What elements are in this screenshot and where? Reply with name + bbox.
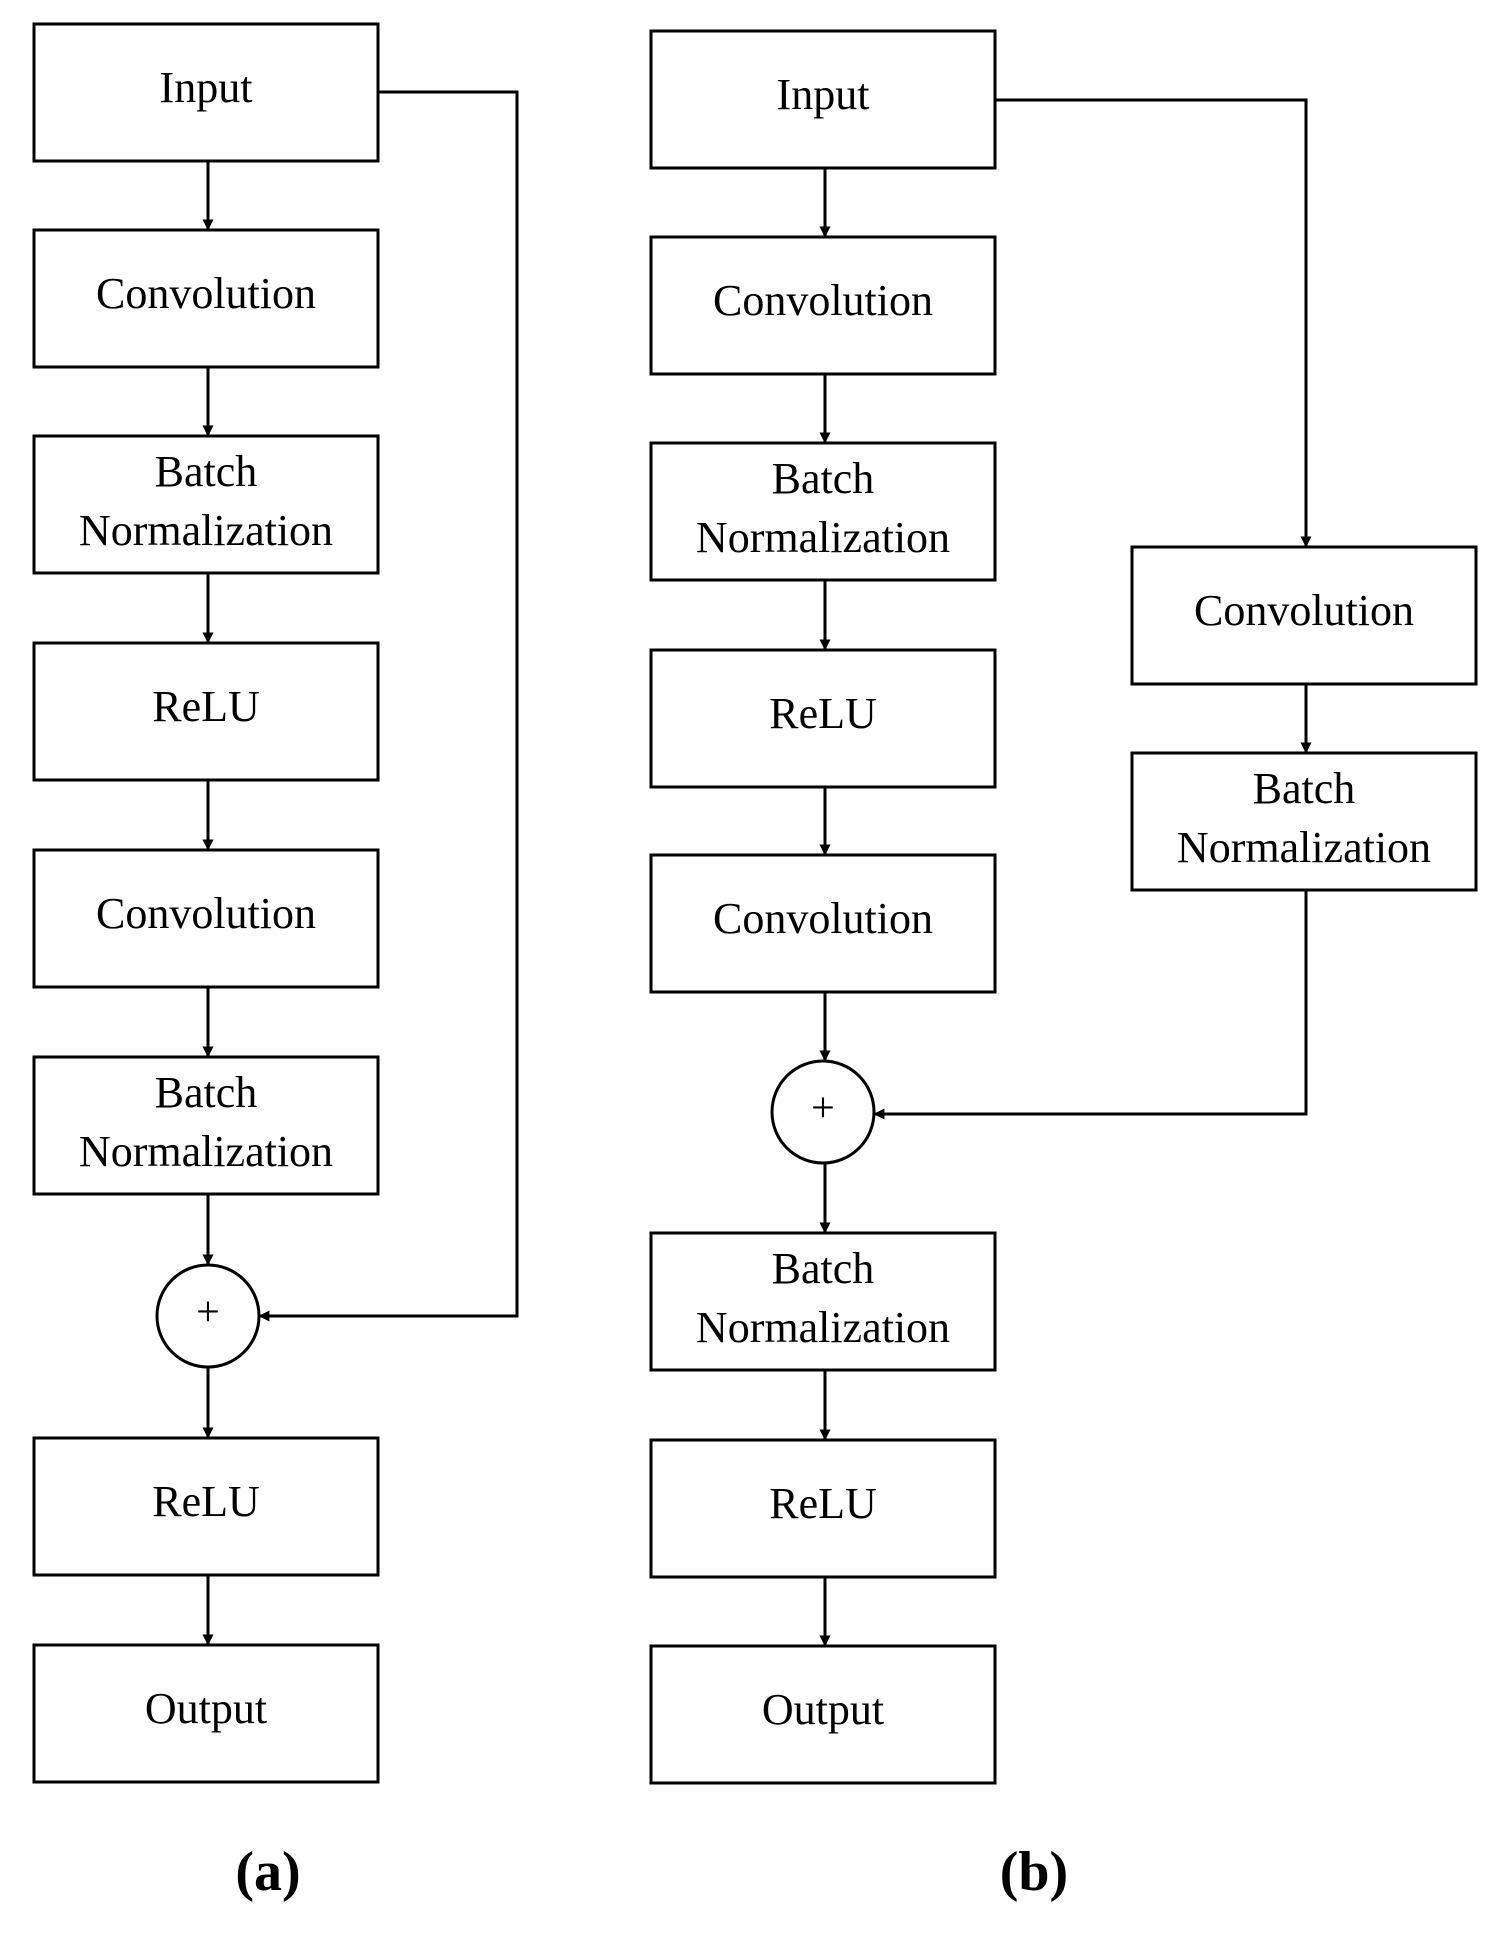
block-a-conv2: Convolution xyxy=(32,848,380,989)
diagram-a: Input Convolution Batch Normalization Re… xyxy=(32,22,519,1903)
sum-node-b-symbol: + xyxy=(811,1086,835,1132)
block-b-conv1-label: Convolution xyxy=(713,276,933,325)
block-b-conv2-label: Convolution xyxy=(713,894,933,943)
block-a-bn1-label-1: Batch xyxy=(155,447,258,496)
block-b-output-label: Output xyxy=(762,1685,884,1734)
block-b-bn3-label-2: Normalization xyxy=(696,1303,950,1352)
block-b-bn3-label-1: Batch xyxy=(772,1244,875,1293)
block-a-bn1-label-2: Normalization xyxy=(79,506,333,555)
block-a-bn2-label-2: Normalization xyxy=(79,1127,333,1176)
block-b-output: Output xyxy=(649,1644,997,1785)
block-b-skip-bn-label-1: Batch xyxy=(1253,764,1356,813)
block-b-bn1-label-2: Normalization xyxy=(696,513,950,562)
block-a-bn1: Batch Normalization xyxy=(32,434,380,575)
block-b-relu1: ReLU xyxy=(649,648,997,789)
block-b-skip-bn-label-2: Normalization xyxy=(1177,823,1431,872)
block-b-input: Input xyxy=(649,29,997,170)
block-a-bn2: Batch Normalization xyxy=(32,1055,380,1196)
sum-node-a: + xyxy=(155,1263,261,1369)
panel-label-b: (b) xyxy=(1000,1841,1068,1903)
block-b-bn1-label-1: Batch xyxy=(772,454,875,503)
block-b-relu2: ReLU xyxy=(649,1438,997,1579)
block-a-output: Output xyxy=(32,1643,380,1784)
block-b-skip-bn: Batch Normalization xyxy=(1130,751,1478,892)
block-a-relu1: ReLU xyxy=(32,641,380,782)
panel-label-a: (a) xyxy=(235,1841,300,1903)
block-b-input-label: Input xyxy=(777,70,870,119)
block-b-skip-conv: Convolution xyxy=(1130,545,1478,686)
block-a-conv2-label: Convolution xyxy=(96,889,316,938)
arrow-b-input-skip-conv xyxy=(995,98,1312,548)
block-b-relu1-label: ReLU xyxy=(769,689,877,738)
block-a-output-label: Output xyxy=(145,1684,267,1733)
block-a-input-label: Input xyxy=(160,63,253,112)
skip-connection-a xyxy=(258,90,519,1322)
diagram-b: Input Convolution Batch Normalization Re… xyxy=(649,29,1478,1903)
block-a-relu1-label: ReLU xyxy=(152,682,260,731)
block-b-conv2: Convolution xyxy=(649,853,997,994)
block-a-bn2-label-1: Batch xyxy=(155,1068,258,1117)
block-b-skip-conv-label: Convolution xyxy=(1194,586,1414,635)
block-b-relu2-label: ReLU xyxy=(769,1479,877,1528)
block-b-bn3: Batch Normalization xyxy=(649,1231,997,1372)
block-a-relu2-label: ReLU xyxy=(152,1477,260,1526)
block-a-input: Input xyxy=(32,22,380,163)
block-a-conv1-label: Convolution xyxy=(96,269,316,318)
block-b-conv1: Convolution xyxy=(649,235,997,376)
sum-node-b: + xyxy=(770,1059,876,1165)
block-a-conv1: Convolution xyxy=(32,228,380,369)
block-a-relu2: ReLU xyxy=(32,1436,380,1577)
arrow-b-skip-bn-sum xyxy=(873,890,1308,1120)
block-b-bn1: Batch Normalization xyxy=(649,441,997,582)
sum-node-a-symbol: + xyxy=(196,1290,220,1336)
